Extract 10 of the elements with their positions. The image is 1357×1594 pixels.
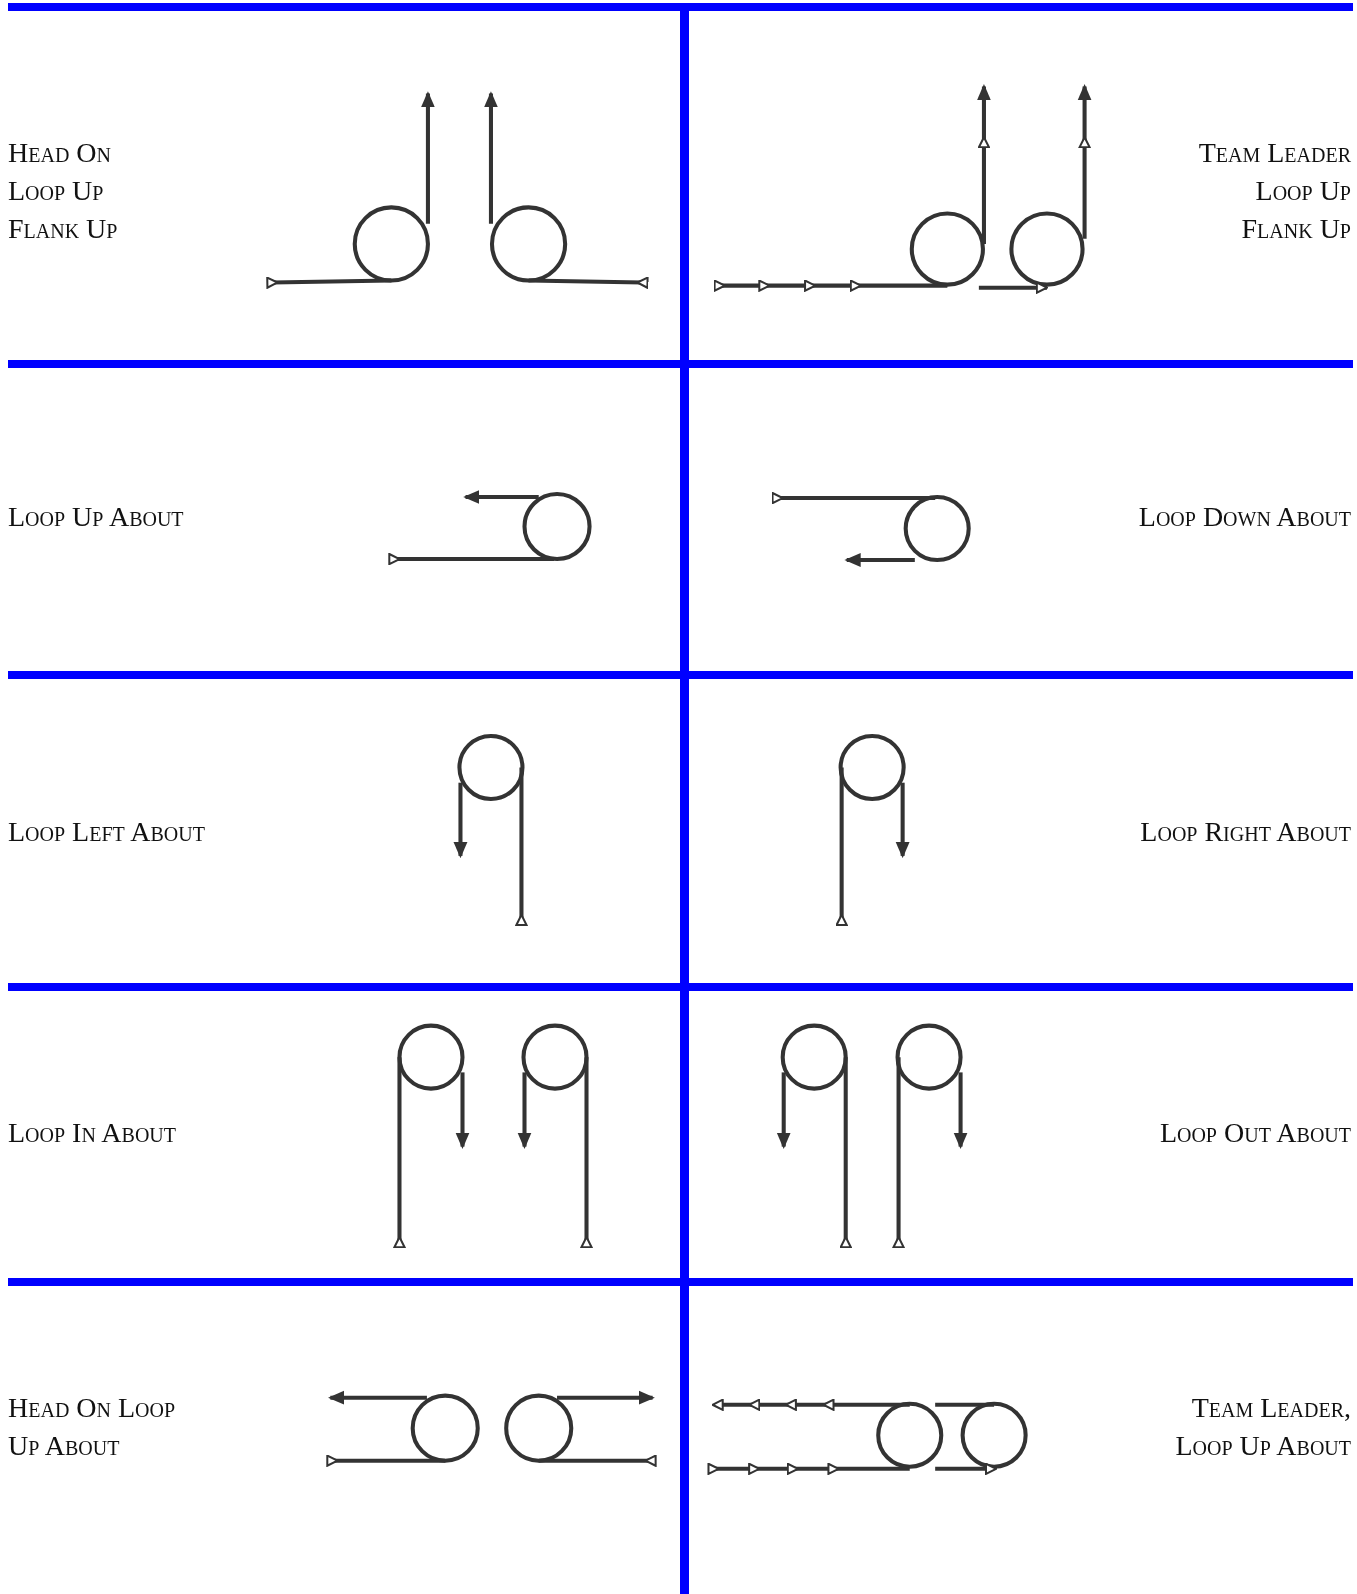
maneuver-label: Loop Left About xyxy=(8,815,206,849)
maneuver-label: Loop Out About xyxy=(1158,1116,1351,1150)
maneuver-label: Team Leader Loop Up Flank Up xyxy=(1197,136,1351,246)
maneuver-label: Head On Loop Up Flank Up xyxy=(8,136,119,246)
maneuver-label: Loop Right About xyxy=(1139,815,1351,849)
maneuver-label: Team Leader, Loop Up About xyxy=(1174,1391,1351,1463)
maneuver-label: Loop Up About xyxy=(8,500,185,534)
maneuver-label: Loop Down About xyxy=(1137,500,1351,534)
maneuver-label: Loop In About xyxy=(8,1116,177,1150)
maneuver-label: Head On Loop Up About xyxy=(8,1391,177,1463)
